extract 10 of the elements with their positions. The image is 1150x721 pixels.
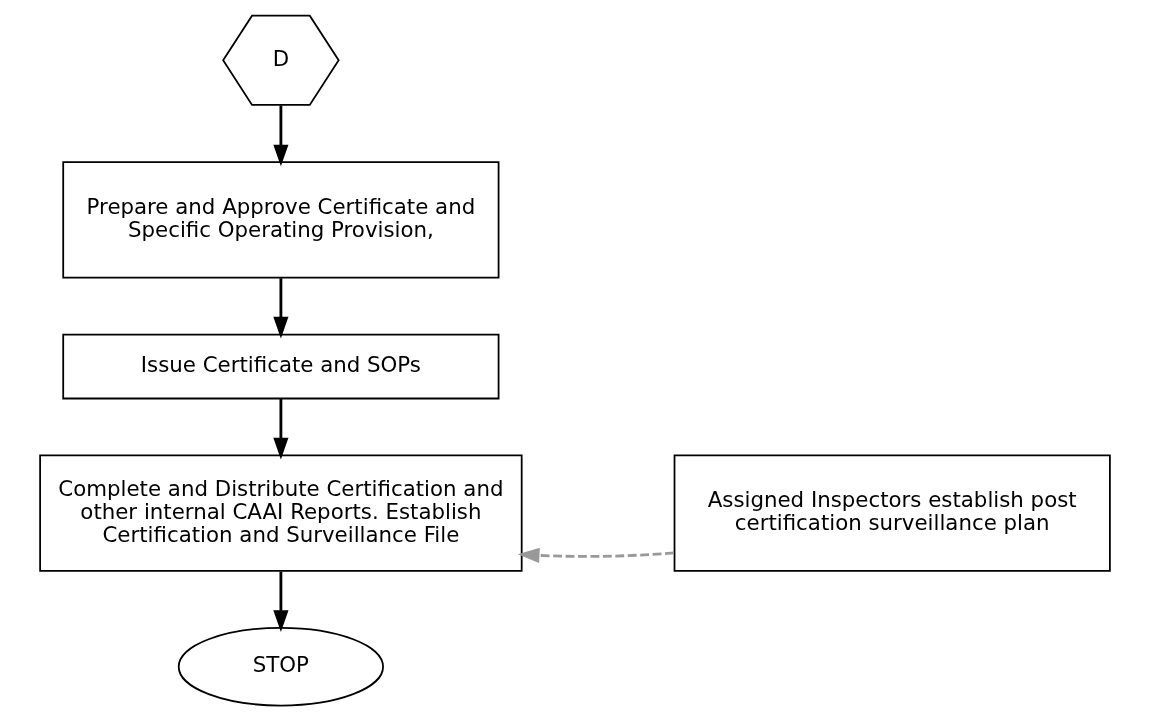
node-box: Complete and Distribute Certification and other internal CAAI Reports. Establish Certification and Surveillance File [39, 454, 523, 572]
arrow [273, 571, 289, 632]
arrow [273, 278, 289, 339]
node-box: Prepare and Approve Certificate and Specific Operating Provision, [62, 161, 500, 279]
arrow [273, 398, 289, 460]
node-box: Assigned Inspectors establish post certification surveillance plan [673, 454, 1111, 572]
arrow [517, 547, 674, 564]
node-ellipse: STOP [177, 627, 384, 707]
node-box: Issue Certificate and SOPs [62, 333, 500, 400]
arrow [273, 105, 289, 167]
